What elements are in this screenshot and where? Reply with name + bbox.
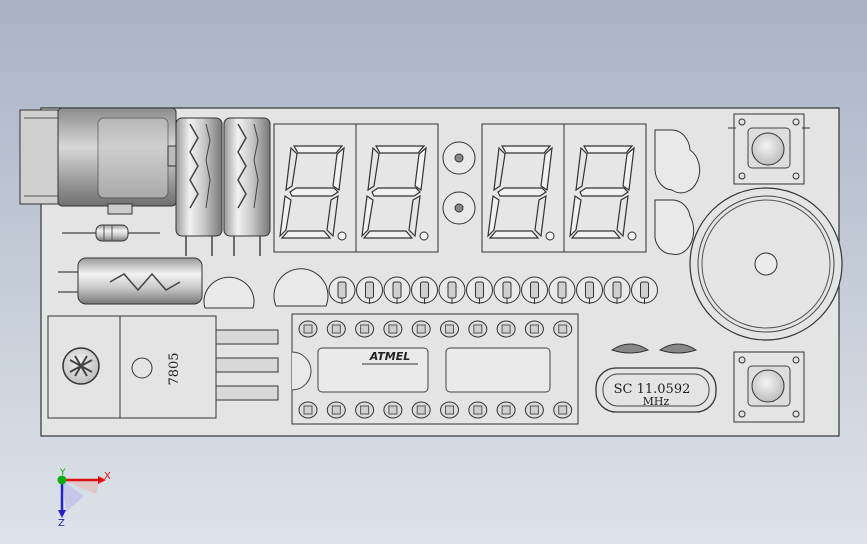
colon-block — [442, 141, 476, 225]
resistor — [466, 276, 493, 304]
regulator-label: 7805 — [167, 352, 182, 385]
axial-resistor — [62, 224, 160, 242]
segment — [500, 145, 552, 154]
segment — [487, 194, 500, 238]
crystal-cap-icon — [610, 343, 650, 354]
chip-pin — [383, 401, 403, 419]
push-button[interactable] — [733, 351, 805, 423]
colon-dot-icon — [454, 203, 464, 213]
horizontal-capacitor — [58, 257, 203, 305]
mcu-chip: ATMEL — [291, 313, 579, 425]
crystal-line2: MHz — [643, 395, 670, 408]
segment — [371, 187, 421, 197]
voltage-regulator: 7805 — [47, 315, 279, 419]
resistor — [493, 276, 521, 304]
seven-segment-digit — [273, 123, 357, 253]
segment — [408, 194, 421, 238]
resistor — [356, 276, 383, 304]
chip-pin — [411, 401, 431, 419]
resistor — [521, 276, 548, 304]
segment — [361, 194, 374, 238]
segment — [326, 194, 339, 238]
electrolytic-capacitor — [175, 117, 223, 256]
segment — [488, 230, 540, 239]
seven-segment-digit — [563, 123, 647, 253]
segment — [575, 146, 588, 192]
resistor — [576, 276, 603, 304]
decimal-point — [419, 231, 429, 241]
resistor — [383, 276, 411, 304]
seven-segment-digit — [481, 123, 565, 253]
chip-pin — [355, 320, 375, 338]
axis-z-label: Z — [58, 518, 65, 529]
segment — [279, 194, 292, 238]
axis-triad[interactable]: X Y Z — [57, 468, 112, 529]
chip-pin — [440, 401, 459, 419]
chip-pin — [326, 320, 346, 338]
reset-button[interactable] — [728, 113, 810, 185]
crystal-line1: SC 11.0592 — [614, 382, 691, 397]
dc-power-jack — [19, 107, 183, 215]
resistor-array — [328, 276, 658, 304]
chip-logo: ATMEL — [369, 350, 410, 363]
segment — [622, 146, 635, 192]
colon-dot-icon — [454, 153, 464, 163]
decimal-point — [545, 231, 555, 241]
segment — [497, 187, 547, 197]
chip-pin — [524, 401, 544, 419]
resistor — [411, 276, 438, 304]
chip-pin — [355, 401, 375, 419]
chip-pin — [298, 401, 318, 419]
segment — [534, 194, 547, 238]
chip-pin — [326, 401, 346, 419]
segment — [367, 146, 380, 192]
resistor — [548, 276, 576, 304]
seven-segment-digit — [355, 123, 439, 253]
resistor — [603, 276, 631, 304]
buzzer — [689, 187, 843, 341]
segment — [285, 146, 298, 192]
segment — [582, 145, 634, 154]
segment — [493, 146, 506, 192]
chip-pin — [468, 401, 488, 419]
segment — [289, 187, 339, 197]
axis-y-label: Y — [59, 468, 66, 478]
resistor — [328, 276, 356, 304]
segment — [579, 187, 629, 197]
resistor — [631, 276, 658, 304]
ceramic-capacitor — [654, 199, 695, 255]
chip-pin — [411, 320, 431, 338]
resistor — [438, 276, 466, 304]
decimal-point — [627, 231, 637, 241]
segment — [540, 146, 553, 192]
segment — [569, 194, 582, 238]
electrolytic-capacitor — [223, 117, 271, 256]
segment — [362, 230, 414, 239]
segment — [292, 145, 344, 154]
chip-pin — [496, 320, 516, 338]
decimal-point — [337, 231, 347, 241]
axis-x-label: X — [104, 471, 111, 482]
segment — [570, 230, 622, 239]
chip-pin — [553, 320, 573, 338]
segment — [616, 194, 629, 238]
ceramic-capacitor — [273, 268, 329, 307]
segment — [374, 145, 426, 154]
chip-pin — [440, 320, 459, 338]
chip-pin — [524, 320, 544, 338]
ceramic-capacitor — [203, 276, 255, 309]
segment — [332, 146, 345, 192]
chip-pin — [553, 401, 573, 419]
segment — [414, 146, 427, 192]
ceramic-capacitor — [654, 129, 701, 194]
chip-pin — [468, 320, 488, 338]
crystal-oscillator: SC 11.0592 MHz — [595, 343, 717, 413]
segment — [280, 230, 332, 239]
chip-pin — [298, 320, 318, 338]
chip-pin — [383, 320, 403, 338]
crystal-cap-icon — [658, 343, 698, 354]
chip-pin — [496, 401, 516, 419]
